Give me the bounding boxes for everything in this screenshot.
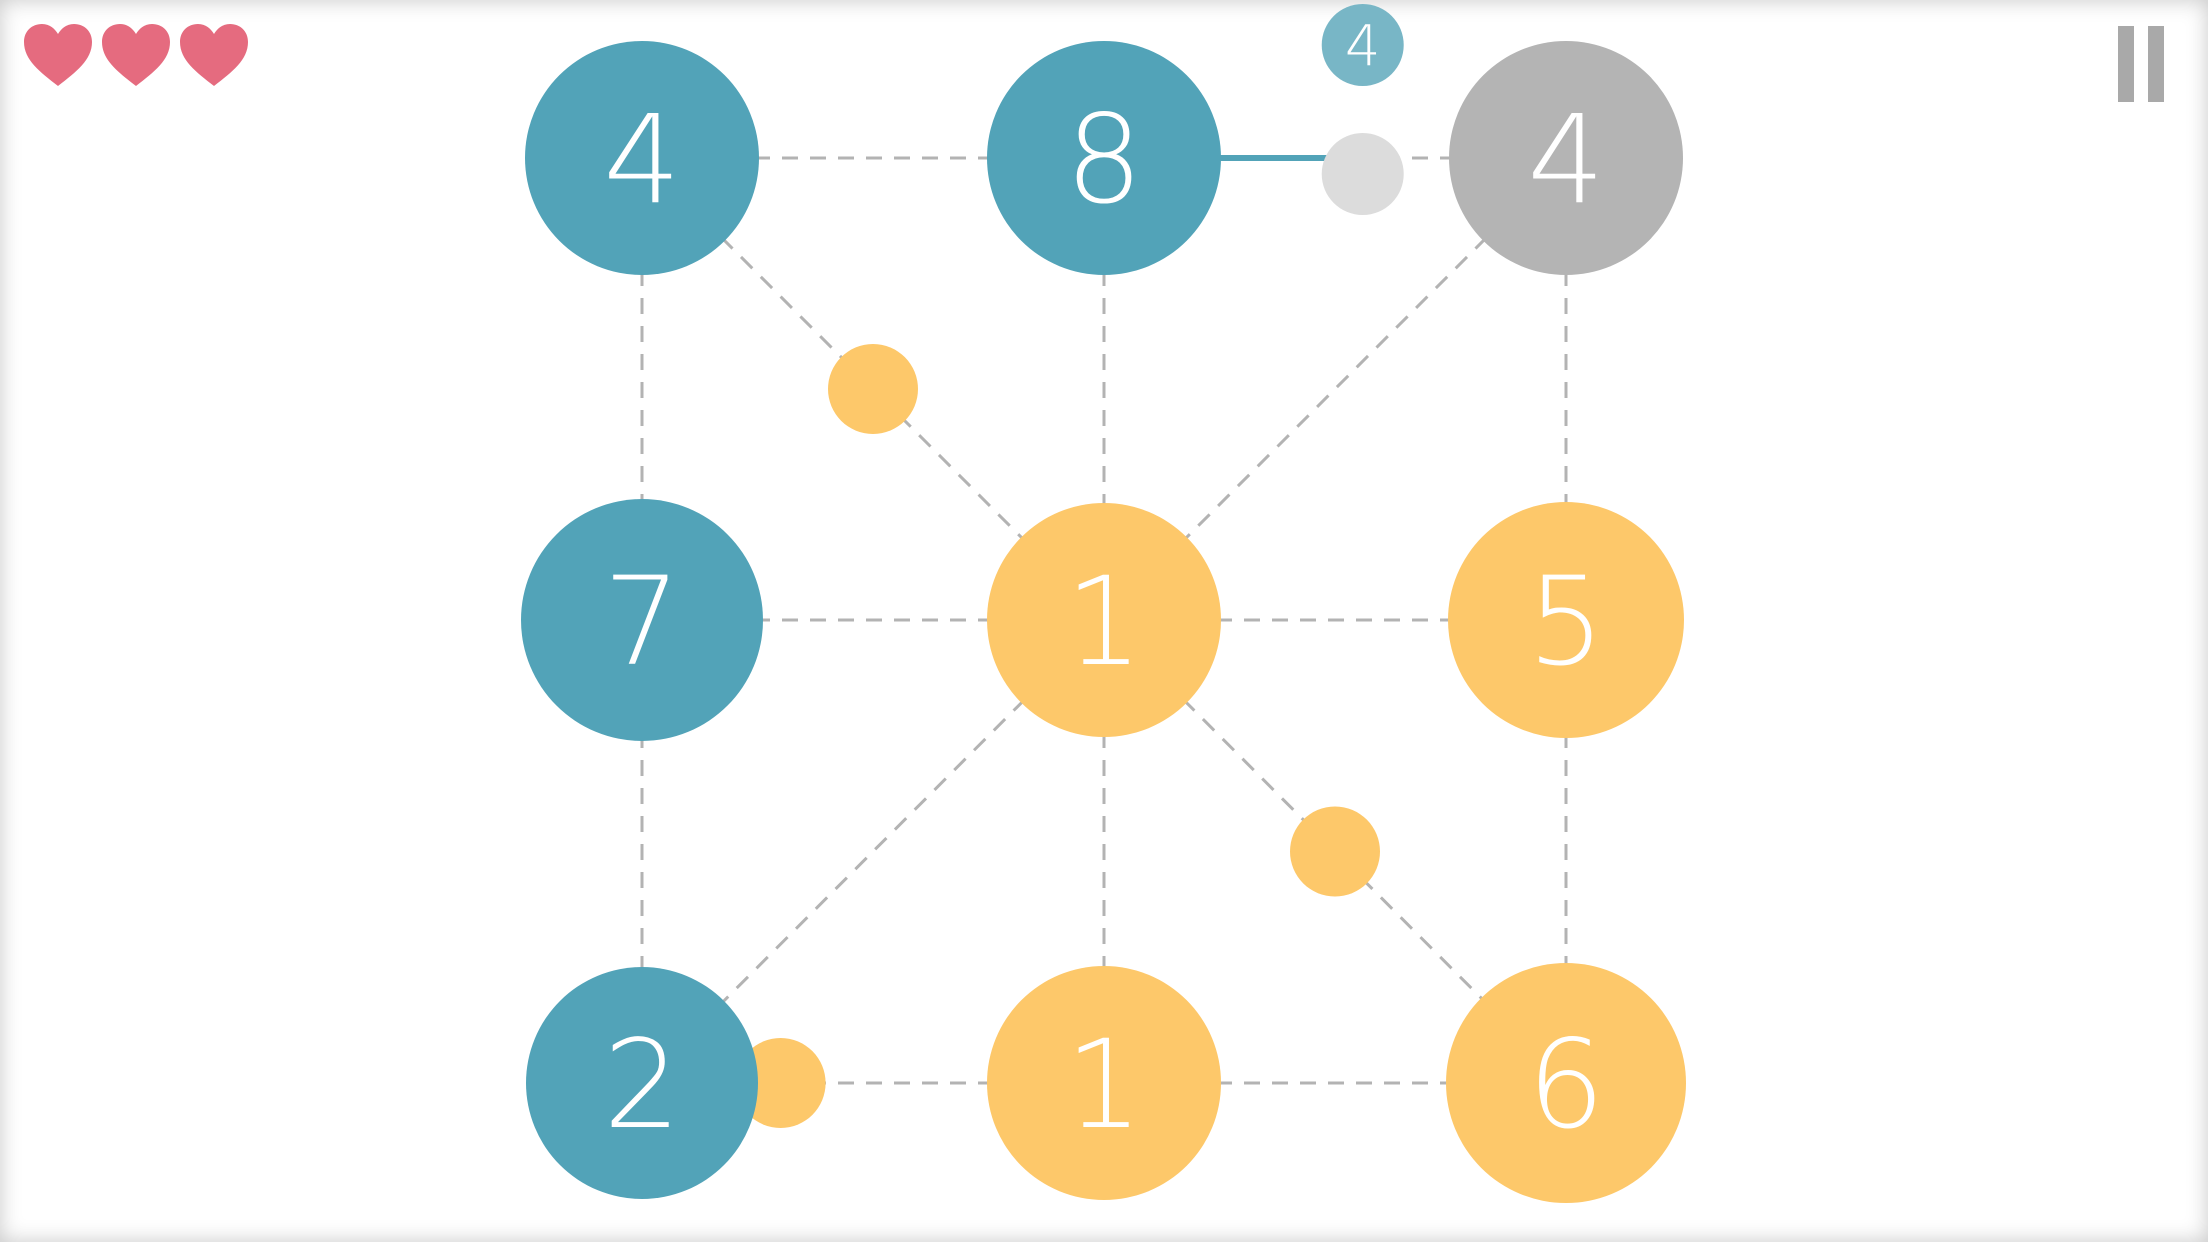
number-node[interactable]: 6 <box>1446 963 1686 1203</box>
pellet-dot <box>735 1038 826 1128</box>
badge-label: 4 <box>1345 15 1381 80</box>
badge-circle <box>1321 4 1404 86</box>
number-node[interactable]: 5 <box>1448 502 1684 738</box>
node-circle <box>525 41 759 275</box>
number-node[interactable]: 1 <box>987 966 1221 1200</box>
node-circle <box>987 41 1221 275</box>
node-label: 2 <box>603 1014 681 1156</box>
pellet-dot <box>1321 133 1404 215</box>
node-circle <box>987 503 1221 737</box>
node-circle <box>526 967 758 1199</box>
node-label: 4 <box>603 89 681 231</box>
pause-button[interactable] <box>2112 26 2170 102</box>
node-label: 5 <box>1527 551 1605 693</box>
node-label: 8 <box>1065 89 1143 231</box>
node-circle <box>521 499 763 741</box>
number-node[interactable]: 7 <box>521 499 763 741</box>
heart-icon <box>180 24 248 86</box>
pellet-dot <box>828 344 918 434</box>
node-label: 1 <box>1065 1014 1143 1156</box>
number-node[interactable]: 4 <box>525 41 759 275</box>
node-circle <box>1446 963 1686 1203</box>
node-label: 4 <box>1527 89 1605 231</box>
node-circle <box>1449 41 1683 275</box>
nodes-layer: 4 8 4 7 1 5 2 1 6 <box>521 41 1686 1203</box>
node-circle <box>987 966 1221 1200</box>
badge-layer: 4 <box>1321 4 1404 86</box>
moving-value-badge: 4 <box>1321 4 1404 86</box>
node-label: 6 <box>1527 1014 1605 1156</box>
lives-hearts <box>22 22 262 88</box>
node-label: 7 <box>603 551 681 693</box>
heart-icon <box>24 24 92 86</box>
pellet-dot <box>1290 806 1380 897</box>
number-node[interactable]: 2 <box>526 967 758 1199</box>
number-node[interactable]: 4 <box>1449 41 1683 275</box>
node-label: 1 <box>1065 551 1143 693</box>
number-node[interactable]: 1 <box>987 503 1221 737</box>
pause-icon <box>2118 26 2134 102</box>
node-circle <box>1448 502 1684 738</box>
pellets-layer <box>735 133 1404 1128</box>
pause-icon <box>2148 26 2164 102</box>
number-node[interactable]: 8 <box>987 41 1221 275</box>
heart-icon <box>102 24 170 86</box>
